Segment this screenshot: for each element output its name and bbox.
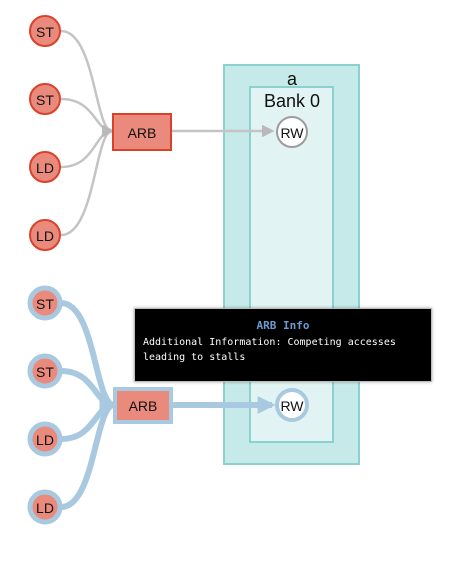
source-node-label: LD xyxy=(36,160,54,176)
source-node-ld-2[interactable]: LD xyxy=(29,219,61,251)
source-node-st-2[interactable]: ST xyxy=(29,83,61,115)
tooltip-title: ARB Info xyxy=(256,319,310,332)
source-node-st-1[interactable]: ST xyxy=(29,15,61,47)
bank-inner-label: Bank 0 xyxy=(264,91,320,111)
source-node-ld-3[interactable]: LD xyxy=(27,421,63,457)
arbiter-label: ARB xyxy=(129,398,158,414)
arbiter-label: ARB xyxy=(128,125,157,141)
arbiter-node-1[interactable]: ARB xyxy=(112,113,172,151)
port-label: RW xyxy=(280,398,304,414)
group-1-edges xyxy=(60,29,275,237)
port-node-rw-2[interactable]: RW xyxy=(275,388,309,422)
source-node-label: ST xyxy=(36,296,54,312)
edge-ld1-arb1 xyxy=(60,124,115,169)
source-node-st-3[interactable]: ST xyxy=(27,285,63,321)
source-node-label: LD xyxy=(36,432,54,448)
edge-st2-arb1 xyxy=(60,97,115,138)
port-node-rw-1[interactable]: RW xyxy=(276,116,308,148)
edge-st4-arb2 xyxy=(60,368,118,414)
source-node-label: LD xyxy=(36,228,54,244)
arbiter-node-2[interactable]: ARB xyxy=(113,387,173,424)
source-node-ld-4[interactable]: LD xyxy=(27,489,63,525)
bank-outer-label: a xyxy=(287,69,298,89)
source-node-label: ST xyxy=(36,364,54,380)
source-node-label: ST xyxy=(36,24,54,40)
edge-st1-arb1 xyxy=(60,29,115,138)
group-2-edges xyxy=(60,300,276,510)
tooltip-body: Additional Information: Competing access… xyxy=(143,337,396,363)
source-node-ld-1[interactable]: LD xyxy=(29,151,61,183)
edge-ld4-arb2 xyxy=(60,396,118,510)
source-node-st-4[interactable]: ST xyxy=(27,353,63,389)
source-node-label: ST xyxy=(36,92,54,108)
edge-ld2-arb1 xyxy=(60,124,115,237)
source-node-label: LD xyxy=(36,500,54,516)
arb-info-tooltip: ARB Info Additional Information: Competi… xyxy=(134,308,432,382)
edge-st3-arb2 xyxy=(60,300,118,414)
port-label: RW xyxy=(280,125,304,141)
